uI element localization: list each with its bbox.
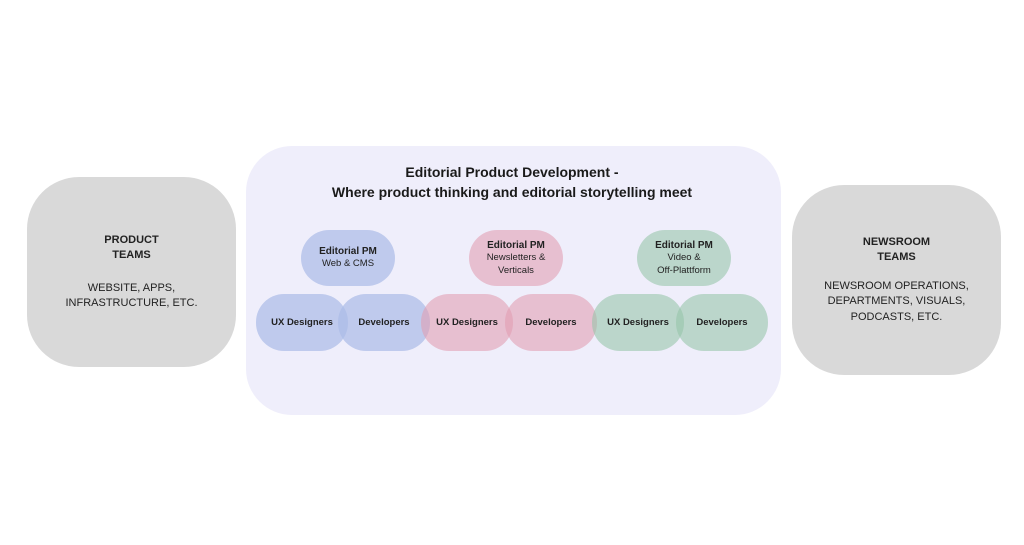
product-teams-description: WEBSITE, APPS, INFRASTRUCTURE, ETC. (65, 281, 198, 310)
developers-pill-video: Developers (676, 294, 768, 351)
ux-designers-pill-web-cms: UX Designers (256, 294, 348, 351)
pm-description: Video & Off-Plattform (657, 252, 711, 276)
ux-designers-pill-newsletters: UX Designers (421, 294, 513, 351)
pm-bubble-video-off-platform: Editorial PM Video & Off-Plattform (637, 230, 731, 286)
ux-designers-pill-video: UX Designers (592, 294, 684, 351)
developers-pill-web-cms: Developers (338, 294, 430, 351)
role-label: UX Designers (607, 317, 669, 328)
developers-pill-newsletters: Developers (505, 294, 597, 351)
pm-description: Web & CMS (321, 258, 375, 270)
pm-bubble-newsletters-verticals: Editorial PM Newsletters & Verticals (469, 230, 563, 286)
newsroom-teams-title: NEWSROOM TEAMS (862, 235, 931, 263)
newsroom-teams-description: NEWSROOM OPERATIONS, DEPARTMENTS, VISUAL… (824, 279, 969, 323)
role-label: Developers (696, 317, 748, 328)
role-label: UX Designers (271, 317, 333, 328)
product-teams-title: PRODUCT TEAMS (104, 233, 159, 261)
pm-description: Newsletters & Verticals (486, 252, 546, 276)
product-teams-box: PRODUCT TEAMS WEBSITE, APPS, INFRASTRUCT… (27, 177, 236, 367)
diagram-title: Editorial Product Development - Where pr… (331, 164, 693, 200)
role-label: UX Designers (436, 317, 498, 328)
role-label: Developers (358, 317, 410, 328)
pm-title: Editorial PM (655, 240, 713, 251)
newsroom-teams-box: NEWSROOM TEAMS NEWSROOM OPERATIONS, DEPA… (792, 185, 1001, 375)
role-label: Developers (525, 317, 577, 328)
pm-title: Editorial PM (319, 246, 377, 258)
pm-bubble-web-cms: Editorial PM Web & CMS (301, 230, 395, 286)
pm-title: Editorial PM (487, 240, 545, 251)
